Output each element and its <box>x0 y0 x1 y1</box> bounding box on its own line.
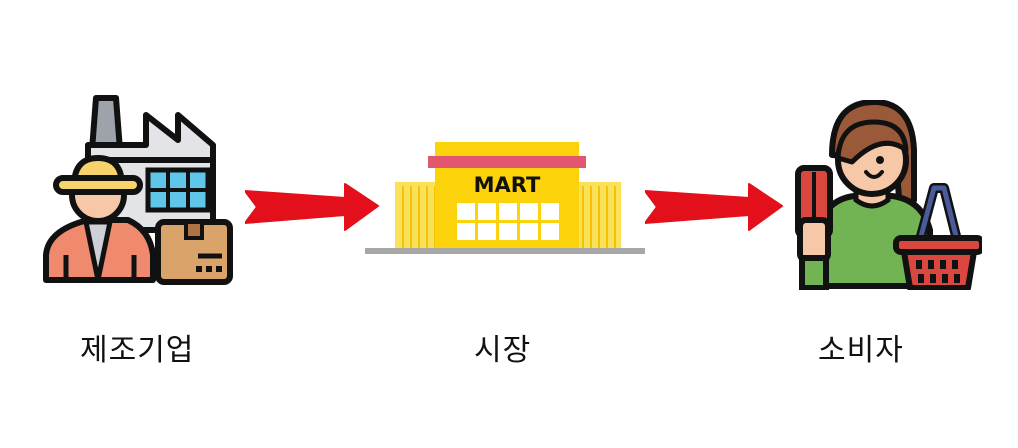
mart-store-icon: MART <box>365 142 645 254</box>
arrow-right-icon <box>245 183 379 231</box>
consumer-node <box>792 100 982 290</box>
market-node: MART <box>365 140 645 258</box>
arrow-manufacturer-to-market <box>245 182 380 232</box>
mart-sign-text: MART <box>474 173 541 197</box>
arrow-right-icon <box>645 183 783 231</box>
manufacturer-node <box>38 90 238 290</box>
arrow-market-to-consumer <box>645 182 785 232</box>
market-label: 시장 <box>474 333 532 368</box>
consumer-label: 소비자 <box>818 333 904 368</box>
manufacturer-label: 제조기업 <box>80 333 195 368</box>
shopper-with-basket-icon <box>795 100 982 290</box>
factory-worker-icon <box>43 95 233 285</box>
